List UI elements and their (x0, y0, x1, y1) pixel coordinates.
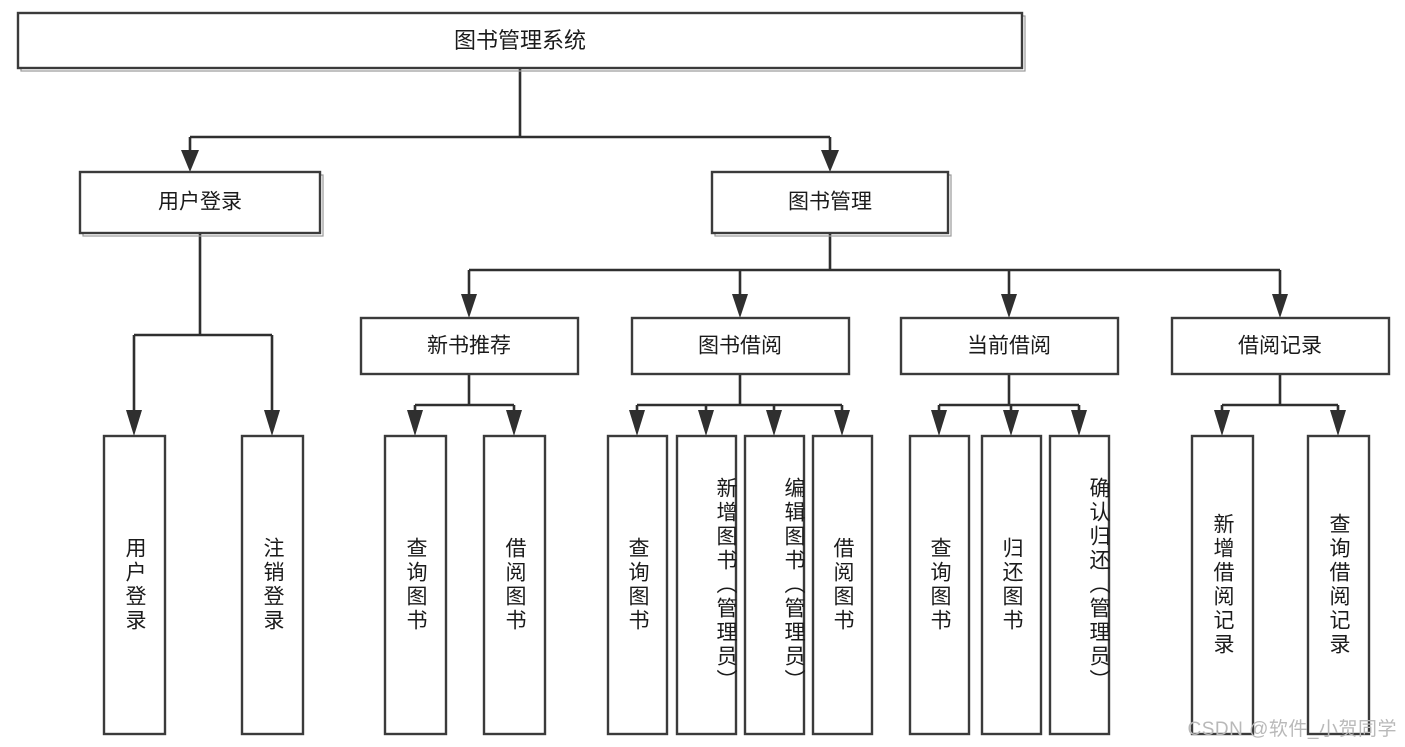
node-new-book-recommend[interactable]: 新书推荐 (359, 316, 580, 376)
node-user-login-label: 用户登录 (158, 191, 242, 214)
arrow-head-book-borrow (732, 294, 748, 318)
node-new-book-recommend-label: 新书推荐 (427, 335, 511, 358)
node-book-manage[interactable]: 图书管理 (710, 170, 952, 237)
arrow-head-new-book-recommend (461, 294, 477, 318)
arrow-head-leaf-query-record (1330, 410, 1346, 436)
node-book-borrow[interactable]: 图书借阅 (630, 316, 851, 376)
node-user-login[interactable]: 用户登录 (78, 170, 324, 237)
node-leaf-user-login-rect[interactable] (102, 434, 167, 736)
node-user-login-rect (78, 170, 322, 235)
node-current-borrow-rect (899, 316, 1120, 376)
node-borrow-record-label: 借阅记录 (1238, 335, 1322, 358)
node-book-manage-rect (710, 170, 950, 235)
node-leaf-query-book-3-rect[interactable] (908, 434, 971, 736)
node-root[interactable]: 图书管理系统 (16, 11, 1026, 72)
arrow-head-leaf-borrow-book-1 (506, 410, 522, 436)
node-current-borrow-label: 当前借阅 (967, 335, 1051, 358)
node-current-borrow[interactable]: 当前借阅 (899, 316, 1120, 376)
arrow-head-leaf-return-book (1003, 410, 1019, 436)
node-leaf-query-book-1-rect[interactable] (383, 434, 448, 736)
node-leaf-query-book-2-rect[interactable] (606, 434, 669, 736)
node-book-borrow-rect (630, 316, 851, 376)
node-leaf-query-record-rect[interactable] (1306, 434, 1371, 736)
node-leaf-confirm-return-rect[interactable] (1048, 434, 1111, 736)
node-book-manage-label: 图书管理 (788, 191, 872, 214)
watermark-text: CSDN @软件_小贺同学 (1187, 719, 1397, 740)
arrow-head-leaf-user-login (126, 410, 142, 436)
node-book-borrow-label: 图书借阅 (698, 335, 782, 358)
arrow-head-leaf-query-book-1 (407, 410, 423, 436)
node-root-label: 图书管理系统 (454, 28, 586, 53)
arrow-head-book-manage (821, 150, 839, 172)
arrow-head-leaf-logout (264, 410, 280, 436)
arrow-head-leaf-query-book-2 (629, 410, 645, 436)
node-leaf-return-book-rect[interactable] (980, 434, 1043, 736)
arrow-head-borrow-record (1272, 294, 1288, 318)
node-borrow-record-rect (1170, 316, 1391, 376)
node-leaf-logout-rect[interactable] (240, 434, 305, 736)
node-leaf-edit-book-rect[interactable] (743, 434, 806, 736)
arrow-head-leaf-edit-book (766, 410, 782, 436)
arrow-head-leaf-query-book-3 (931, 410, 947, 436)
arrow-head-leaf-borrow-book-2 (834, 410, 850, 436)
arrow-head-leaf-add-book (698, 410, 714, 436)
arrow-head-current-borrow (1001, 294, 1017, 318)
node-leaf-add-record-rect[interactable] (1190, 434, 1255, 736)
node-layer: 图书管理系统 用户登录 图书管理 新书推荐 图书借阅 (16, 11, 1391, 736)
node-leaf-add-book-rect[interactable] (675, 434, 738, 736)
arrow-head-leaf-add-record (1214, 410, 1230, 436)
arrow-head-user-login (181, 150, 199, 172)
node-borrow-record[interactable]: 借阅记录 (1170, 316, 1391, 376)
connector-layer (126, 68, 1346, 436)
node-leaf-borrow-book-1-rect[interactable] (482, 434, 547, 736)
node-new-book-recommend-rect (359, 316, 580, 376)
arrow-head-leaf-confirm-return (1071, 410, 1087, 436)
node-leaf-borrow-book-2-rect[interactable] (811, 434, 874, 736)
node-root-rect (16, 11, 1024, 70)
